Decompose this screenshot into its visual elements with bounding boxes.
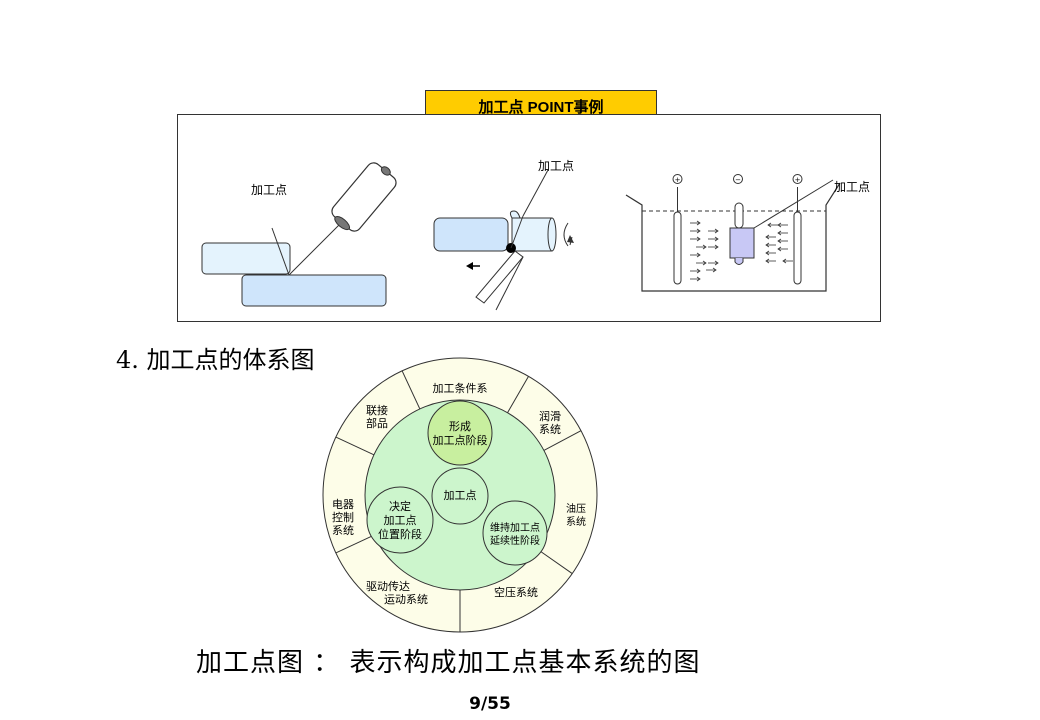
outer-ring-label: 系统: [539, 423, 561, 436]
inner-circle-label-right: 延续性阶段: [490, 534, 540, 547]
plus-terminal-left-label: +: [675, 176, 681, 184]
diagram-caption: 加工点图 ： 表示构成加工点基本系统的图: [196, 648, 701, 678]
ion-flow-arrows: [690, 220, 793, 282]
stage-positioning-circle: [366, 486, 434, 554]
welding-example: 加工点: [201, 162, 397, 307]
processing-point-examples-frame: 加工点 加工点: [177, 114, 881, 322]
outer-ring-label: 加工条件系: [433, 381, 488, 395]
ring-divider: [335, 436, 375, 456]
minus-terminal-label: −: [735, 176, 741, 184]
turning-example: 加工点: [433, 159, 574, 311]
welding-label: 加工点: [251, 183, 287, 197]
outer-ring-label: 空压系统: [494, 585, 538, 599]
outer-ring-label: 驱动传达: [366, 580, 410, 593]
plus-terminal-left-icon: [672, 174, 683, 184]
outer-ring-label: 系统: [332, 524, 354, 537]
rotation-arrow-icon: [563, 222, 573, 247]
section-heading: 4. 加工点的体系图: [116, 346, 315, 374]
outer-ring-label: 电器: [332, 498, 354, 511]
ring-divider: [335, 534, 375, 554]
electroplating-label: 加工点: [834, 180, 870, 194]
examples-illustration: 加工点 加工点: [201, 159, 870, 311]
ring-divider: [507, 376, 529, 413]
weld-beam-line: [288, 222, 342, 276]
anode-left: [673, 211, 682, 285]
upper-plate: [201, 242, 291, 275]
outer-ring-label: 油压: [566, 502, 586, 515]
inner-circle-label-left: 决定: [389, 499, 411, 513]
outer-ring-label: 部品: [366, 416, 388, 430]
cutting-tool: [475, 250, 524, 304]
inner-circle-label-top: 加工点阶段: [433, 433, 488, 447]
outer-ring-label: 控制: [332, 510, 354, 524]
stage-maintenance-circle: [482, 500, 548, 566]
minus-terminal-icon: [733, 174, 743, 184]
electroplating-example: + − + 加工点: [625, 174, 870, 292]
plating-tank: [625, 182, 841, 292]
workpiece-body: [433, 217, 509, 252]
outer-ring-label: 联接: [366, 404, 388, 417]
inner-circle-label-center: 加工点: [444, 489, 477, 502]
workpiece-rotating-end: [511, 217, 553, 252]
processing-point-center-circle: [431, 467, 489, 525]
inner-circle-label-top: 形成: [449, 420, 471, 433]
welding-pointer-line: [271, 227, 290, 276]
turning-label: 加工点: [538, 159, 574, 173]
lower-plate: [241, 274, 387, 307]
outer-ring-label: 系统: [566, 515, 586, 528]
outer-ring-label: 润滑: [539, 409, 561, 423]
anode-right: [793, 211, 802, 285]
ring-divider: [537, 549, 573, 574]
outer-ring-label: 运动系统: [384, 593, 428, 606]
ring-divider: [401, 370, 421, 410]
inner-circle-label-left: 加工点: [384, 514, 417, 527]
welding-torch: [331, 162, 397, 232]
ring-divider: [543, 430, 582, 451]
plus-terminal-right-label: +: [795, 176, 801, 184]
plus-terminal-right-icon: [792, 174, 803, 184]
inner-circle-label-right: 维持加工点: [490, 521, 540, 534]
inner-circle-label-left: 位置阶段: [378, 527, 422, 541]
stage-formation-circle: [427, 400, 493, 466]
cathode-workpiece: [729, 227, 755, 259]
page-number: 9/55: [469, 694, 511, 714]
